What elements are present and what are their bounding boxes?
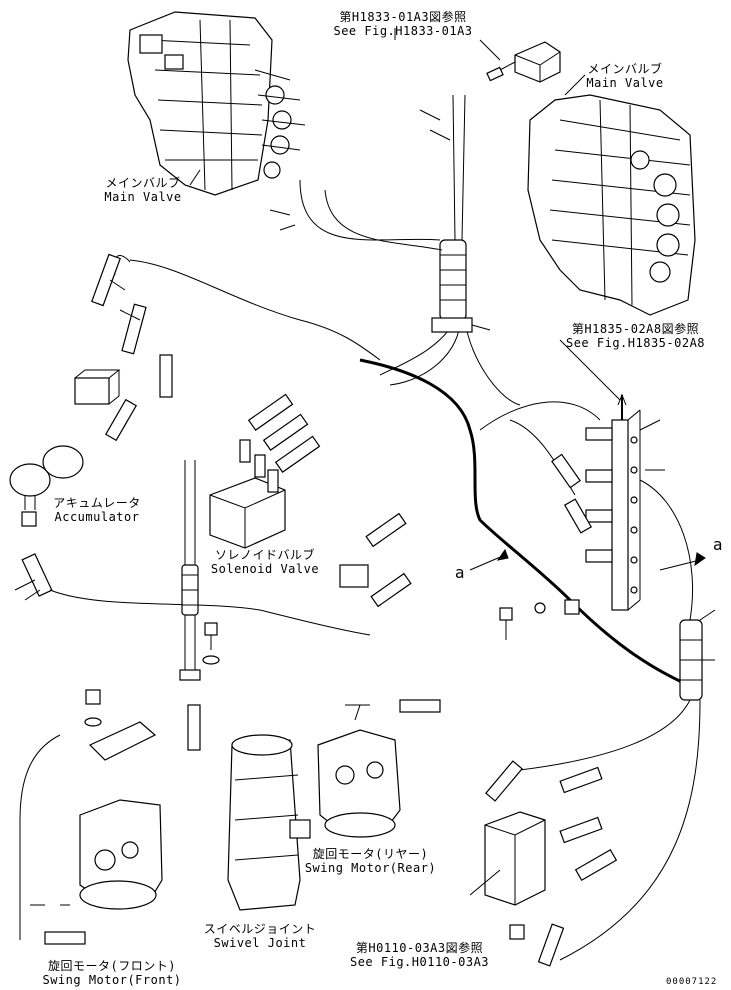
accumulator-en: Accumulator [54, 510, 140, 524]
swing-motor-front [44, 799, 163, 945]
leader-lines [14, 28, 716, 906]
small-block-center [339, 512, 412, 608]
main-valve-right-en: Main Valve [586, 76, 664, 90]
ref-label-top-en: See Fig.H1833-01A3 [333, 24, 473, 38]
solenoid-valve [209, 393, 321, 549]
ref-label-mid-right: 第H1835-02A8図参照 See Fig.H1835-02A8 [553, 322, 718, 350]
swivel-joint-jp: スイベルジョイント [203, 922, 317, 936]
swivel-joint [227, 734, 311, 911]
ref-label-top: 第H1833-01A3図参照 See Fig.H1833-01A3 [323, 10, 483, 38]
callout-a-right: a [712, 535, 724, 554]
accumulator-label: アキュムレータ Accumulator [42, 496, 152, 524]
main-valve-right [527, 94, 696, 316]
accumulator-jp: アキュムレータ [53, 496, 141, 510]
ref-label-bottom-en: See Fig.H0110-03A3 [349, 955, 490, 969]
accumulators [9, 445, 84, 527]
left-valve-block [74, 253, 173, 442]
vertical-pipe [179, 460, 201, 751]
solenoid-valve-jp: ソレノイドバルブ [214, 548, 315, 562]
ref-label-mid-right-jp: 第H1835-02A8図参照 [571, 322, 700, 336]
clamp-bracket [19, 689, 157, 940]
drawing-code: 00007122 [666, 977, 718, 987]
right-hoses [479, 401, 703, 967]
solenoid-valve-en: Solenoid Valve [210, 562, 320, 576]
main-valve-left-jp: メインバルブ [105, 176, 181, 190]
swing-motor-front-jp: 旋回モータ(フロント) [48, 959, 176, 973]
accumulator-hose [21, 553, 371, 636]
bolts-center [202, 599, 580, 665]
ref-label-bottom-jp: 第H0110-03A3図参照 [355, 941, 484, 955]
swing-motor-front-en: Swing Motor(Front) [42, 973, 182, 987]
ref-label-top-jp: 第H1833-01A3図参照 [339, 10, 467, 24]
swivel-joint-label: スイベルジョイント Swivel Joint [195, 922, 325, 950]
bottom-right-valve [484, 760, 618, 940]
swing-motor-rear-jp: 旋回モータ(リヤー) [312, 847, 429, 861]
hose-bundle [299, 94, 521, 406]
ref-label-mid-right-en: See Fig.H1835-02A8 [565, 336, 706, 350]
main-valve-right-jp: メインバルブ [587, 62, 663, 76]
swing-motor-rear [317, 699, 441, 838]
ref-label-bottom: 第H0110-03A3図参照 See Fig.H0110-03A3 [337, 941, 502, 969]
main-valve-left [127, 11, 306, 196]
right-manifold [585, 393, 641, 611]
top-ref-block [486, 41, 561, 83]
main-valve-left-label: メインバルブ Main Valve [88, 176, 198, 204]
main-valve-left-en: Main Valve [104, 190, 182, 204]
main-valve-right-label: メインバルブ Main Valve [570, 62, 680, 90]
callout-a-left: a [454, 563, 466, 582]
swivel-joint-en: Swivel Joint [213, 936, 307, 950]
solenoid-valve-label: ソレノイドバルブ Solenoid Valve [200, 548, 330, 576]
swing-motor-rear-en: Swing Motor(Rear) [304, 861, 437, 875]
swing-motor-front-label: 旋回モータ(フロント) Swing Motor(Front) [32, 959, 192, 987]
swing-motor-rear-label: 旋回モータ(リヤー) Swing Motor(Rear) [298, 847, 443, 875]
